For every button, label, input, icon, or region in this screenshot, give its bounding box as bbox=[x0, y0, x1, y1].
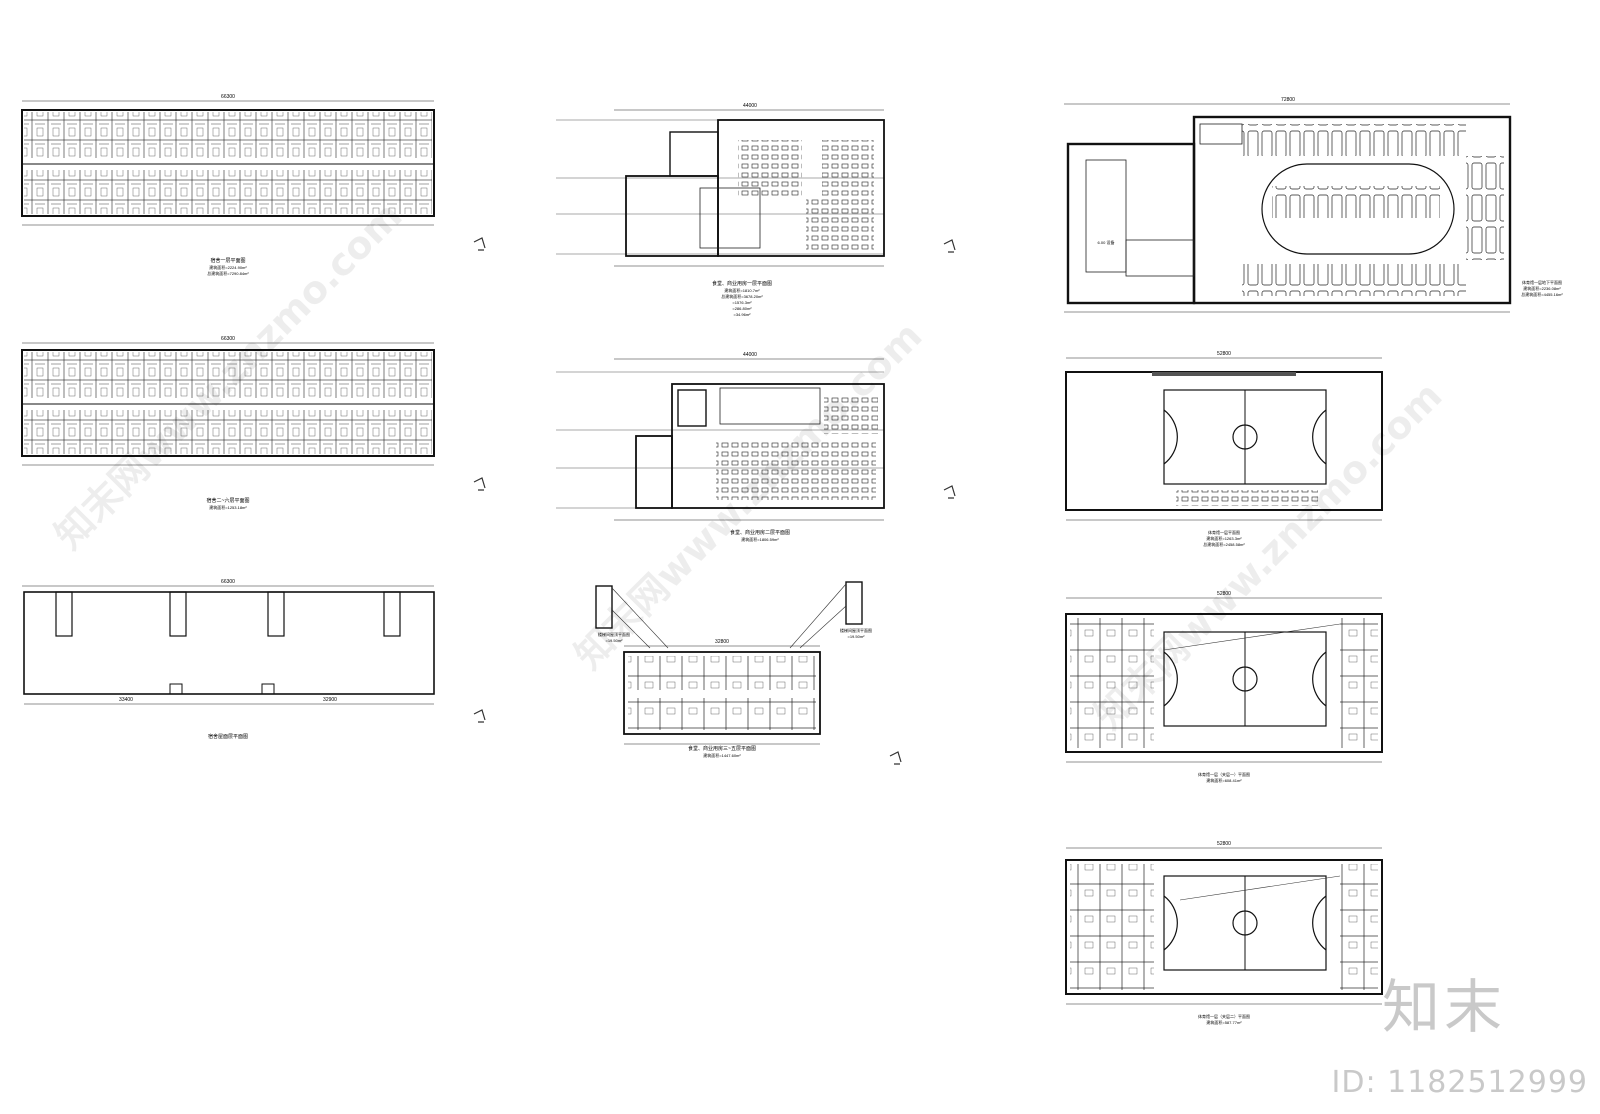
dim-total: 66300 bbox=[221, 579, 235, 585]
plan-gym-basement: 72800 6.00 设备 体育馆一层地下平面图 建筑面积=2236.08m² … bbox=[1064, 97, 1563, 313]
dim-seg: 33400 bbox=[119, 697, 133, 703]
dim-total: 44000 bbox=[743, 352, 757, 358]
stair-roof-label: 楼梯间屋顶平面图 bbox=[598, 631, 630, 637]
plan-title: 宿舍屋面层平面图 bbox=[208, 733, 248, 740]
area-total-label: 总建筑面积=3678.20m² bbox=[721, 293, 763, 299]
area-total-label: 总建筑面积=7290.84m² bbox=[207, 270, 249, 276]
dim-total: 52800 bbox=[1217, 841, 1231, 847]
dim-total: 66300 bbox=[221, 94, 235, 100]
plan-title: 食堂、商业用房三~五层平面图 bbox=[688, 745, 756, 752]
plan-title: 体育馆一层（夹层一）平面图 bbox=[1198, 771, 1250, 777]
plan-gym-mezzanine-two: 52800 体育馆一层（夹层二）平面图 建筑面积=587.77m² bbox=[1065, 841, 1383, 1025]
area-label: 建筑面积=1810.7m² bbox=[724, 287, 760, 293]
plan-gym-ground-floor: 52800 体育馆一层平面图 建筑面积=1263.3m² 总建筑面积=2458.… bbox=[1065, 351, 1383, 547]
stair-roof-area: =19.50m² bbox=[605, 638, 623, 643]
watermark-id: ID: 1182512999 bbox=[1331, 1065, 1588, 1100]
area-label: 建筑面积=1263.3m² bbox=[1206, 535, 1242, 541]
area-label: 建筑面积=587.77m² bbox=[1206, 1019, 1242, 1025]
dim-seg: 32900 bbox=[323, 697, 337, 703]
area-sub-label: =286.80m² bbox=[732, 306, 752, 311]
plan-dorm-roof: 66300 33400 32900 宿舍屋面层平面图 bbox=[22, 579, 486, 740]
area-label: 建筑面积=1806.59m² bbox=[741, 536, 779, 542]
area-label: 建筑面积=1253.18m² bbox=[209, 504, 247, 510]
area-label: 建筑面积=2224.90m² bbox=[209, 264, 247, 270]
dim-total: 52800 bbox=[1217, 591, 1231, 597]
watermark-logo: 知末 bbox=[1381, 973, 1506, 1041]
plan-canteen-ground-floor: 44000 食堂、商业用房一层平面图 建筑面积=1810.7m² 总建筑面积=3… bbox=[556, 103, 956, 317]
area-label: 建筑面积=1447.60m² bbox=[703, 752, 741, 758]
plan-title: 食堂、商业用房一层平面图 bbox=[712, 280, 772, 287]
area-sub-label: =34.96m² bbox=[733, 312, 751, 317]
plan-dorm-typical-floor: 66300 宿舍二~六层平面图 建筑面积=1253.18m² bbox=[21, 336, 486, 510]
area-sub-label: =1576.3m² bbox=[732, 300, 752, 305]
area-total-label: 总建筑面积=4455.16m² bbox=[1521, 291, 1563, 297]
room-label: 6.00 设备 bbox=[1098, 239, 1115, 245]
dim-total: 52800 bbox=[1217, 351, 1231, 357]
area-total-label: 总建筑面积=2458.58m² bbox=[1203, 541, 1245, 547]
plan-dorm-ground-floor: 66300 宿舍一层平面图 建筑面积=2224.90m² 总建筑面积=7290.… bbox=[21, 94, 486, 276]
plan-canteen-second-floor: 44000 食堂、商业用房二层平面图 建筑面积=1806.59m² bbox=[556, 352, 956, 542]
plan-gym-mezzanine-one: 52800 体育馆一层（夹层一）平面图 建筑面积=608.41m² bbox=[1065, 591, 1383, 783]
plan-canteen-upper-floors: 楼梯间屋顶平面图 =19.50m² 楼梯间屋顶平面图 =19.50m² 3280… bbox=[595, 581, 902, 765]
plan-title: 体育馆一层平面图 bbox=[1208, 529, 1240, 535]
plan-title: 体育馆一层（夹层二）平面图 bbox=[1198, 1013, 1250, 1019]
stair-roof-label: 楼梯间屋顶平面图 bbox=[840, 627, 872, 633]
plan-title: 食堂、商业用房二层平面图 bbox=[730, 529, 790, 536]
dim-total: 32800 bbox=[715, 639, 729, 645]
plan-title: 体育馆一层地下平面图 bbox=[1522, 279, 1562, 285]
plan-title: 宿舍一层平面图 bbox=[210, 257, 245, 264]
plan-title: 宿舍二~六层平面图 bbox=[207, 497, 250, 504]
dim-total: 72800 bbox=[1281, 97, 1295, 103]
dim-total: 44000 bbox=[743, 103, 757, 109]
dim-total: 66300 bbox=[221, 336, 235, 342]
area-label: 建筑面积=608.41m² bbox=[1206, 777, 1242, 783]
area-label: 建筑面积=2236.08m² bbox=[1523, 285, 1561, 291]
stair-roof-area: =19.50m² bbox=[847, 634, 865, 639]
